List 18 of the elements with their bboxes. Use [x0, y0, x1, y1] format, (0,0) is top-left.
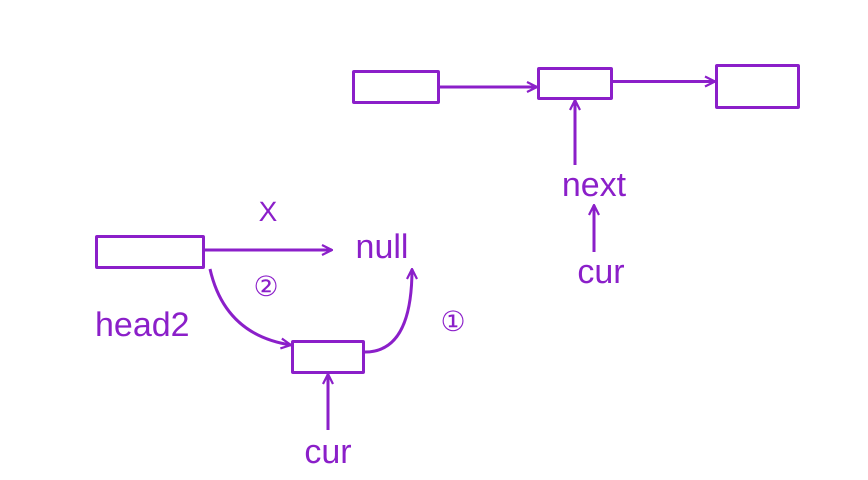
pointer-label: next — [552, 165, 636, 205]
arrow — [205, 244, 334, 256]
pointer-label: cur — [566, 252, 636, 292]
list-node-box — [537, 67, 613, 100]
node-caption: head2 — [95, 308, 190, 342]
pointer-label: cur — [293, 430, 363, 474]
arrow — [322, 372, 334, 430]
arrow — [588, 204, 600, 252]
list-node-box — [352, 70, 440, 104]
list-node-box — [291, 340, 365, 374]
arrow — [440, 80, 538, 94]
list-node-box — [95, 235, 205, 269]
arrow — [568, 98, 582, 165]
arrow — [364, 268, 418, 354]
pointer-label: null — [332, 225, 432, 269]
list-node-box — [715, 64, 800, 109]
arrow — [613, 75, 716, 88]
arrow — [208, 268, 292, 350]
